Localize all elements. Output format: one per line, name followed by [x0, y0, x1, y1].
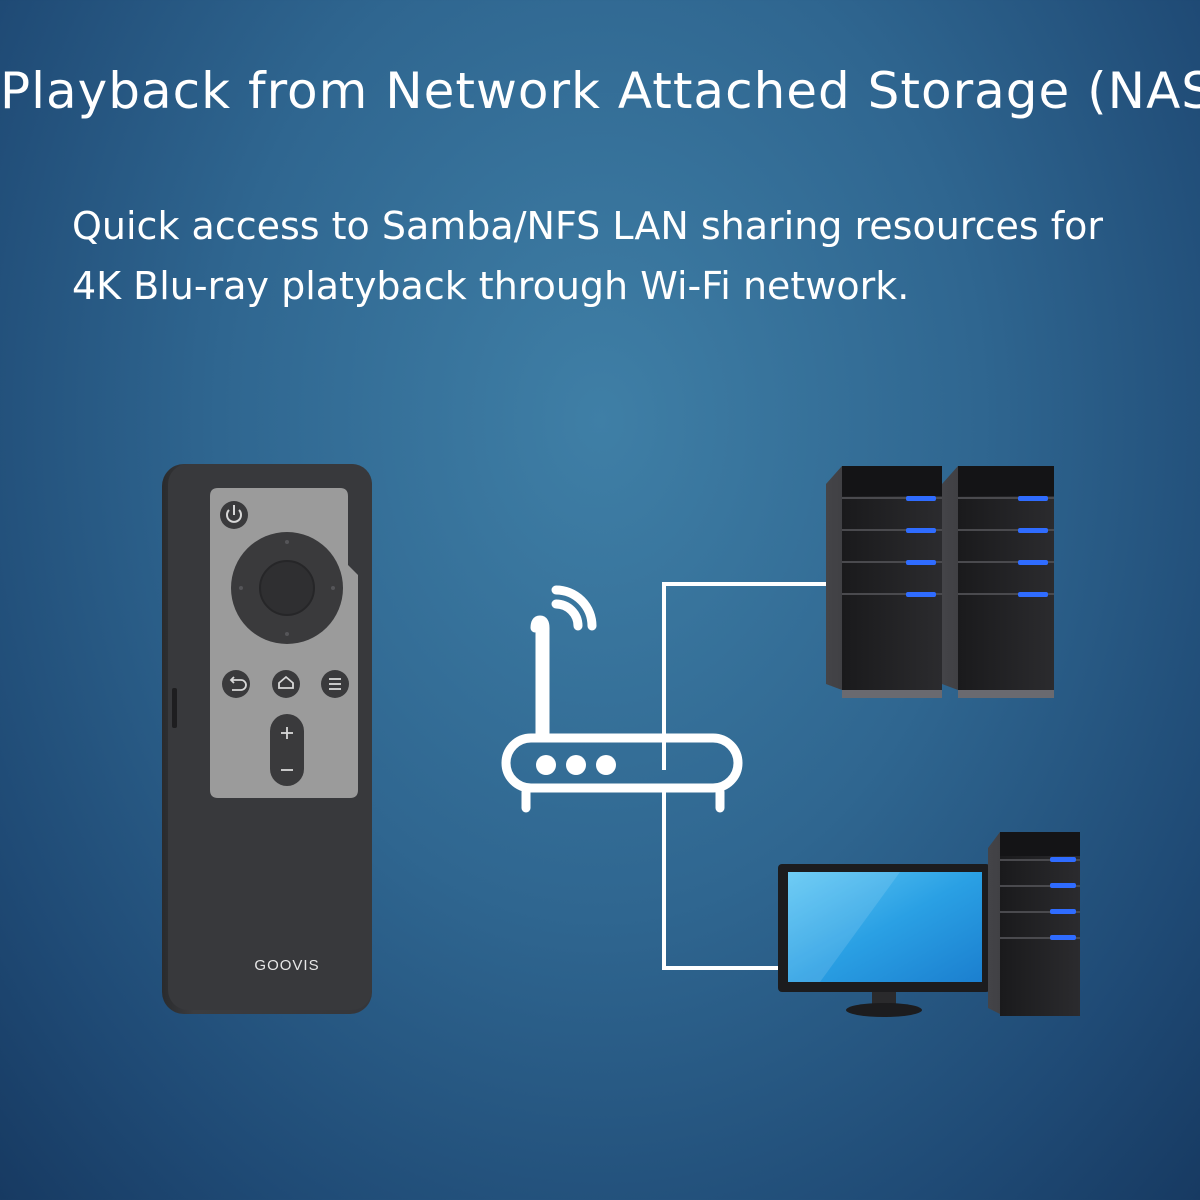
server-tower-2 — [942, 466, 1054, 698]
remote-side-button — [172, 688, 177, 728]
remote-brand-logo: GOOVIS — [254, 957, 320, 974]
back-button[interactable] — [222, 670, 250, 698]
server-tower-1 — [826, 466, 942, 698]
dpad-center-button[interactable] — [259, 560, 315, 616]
home-button[interactable] — [272, 670, 300, 698]
volume-up-icon — [281, 727, 293, 739]
line-to-servers — [662, 582, 830, 770]
computer-tower — [988, 832, 1080, 1016]
back-icon — [231, 679, 247, 691]
subtitle-line-2: 4K Blu-ray platyback through Wi-Fi netwo… — [72, 264, 910, 308]
wifi-wave-small — [551, 599, 583, 631]
monitor-screen — [788, 872, 982, 982]
dpad[interactable] — [231, 532, 343, 644]
power-icon — [226, 509, 242, 523]
wifi-wave-large — [551, 585, 597, 631]
volume-rocker[interactable] — [270, 714, 304, 786]
power-button[interactable] — [220, 501, 248, 529]
page-subtitle: Quick access to Samba/NFS LAN sharing re… — [72, 196, 1172, 316]
connection-lines — [662, 582, 830, 970]
monitor-icon — [778, 864, 990, 1017]
remote-control — [162, 464, 372, 1014]
menu-icon — [329, 678, 341, 690]
home-icon — [278, 675, 294, 689]
menu-button[interactable] — [321, 670, 349, 698]
router-lights — [536, 755, 616, 775]
router-icon — [501, 585, 743, 813]
page-title: Playback from Network Attached Storage (… — [0, 62, 1200, 120]
subtitle-line-1: Quick access to Samba/NFS LAN sharing re… — [72, 204, 1103, 248]
router-body — [501, 733, 743, 793]
router-antenna — [530, 615, 550, 740]
line-to-computer — [662, 790, 780, 970]
